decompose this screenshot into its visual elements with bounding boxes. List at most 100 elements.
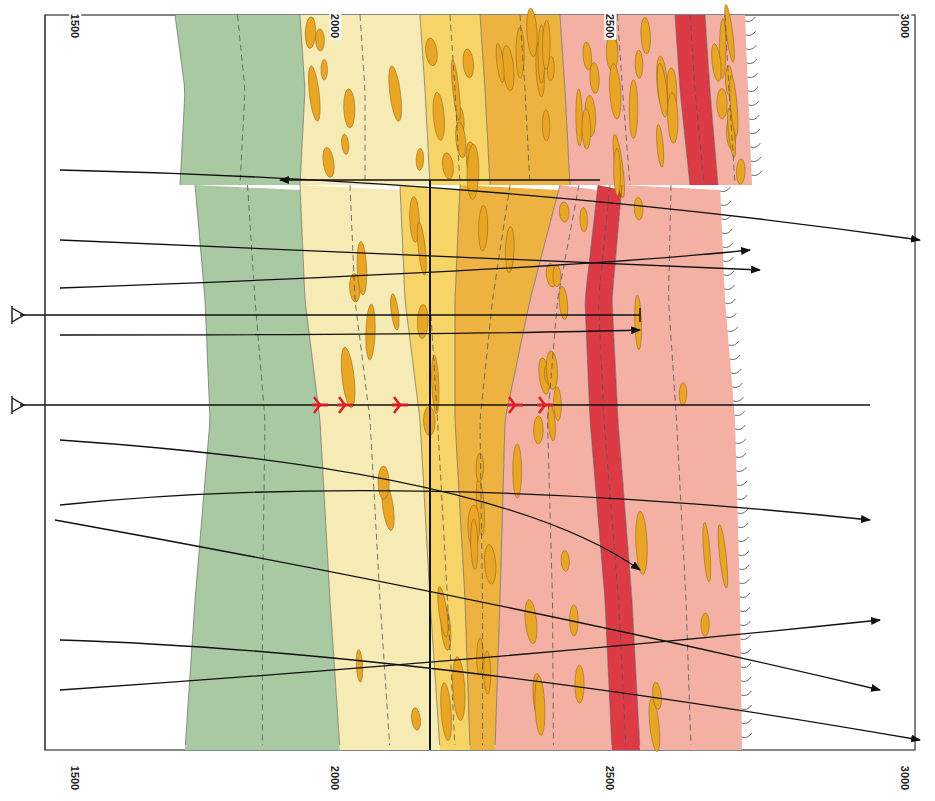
layer-line bbox=[420, 15, 430, 185]
base-ticks bbox=[45, 17, 915, 738]
zone-boundaries bbox=[175, 15, 735, 745]
sand-lens bbox=[450, 60, 463, 121]
base-tick bbox=[741, 677, 751, 682]
base-tick bbox=[746, 31, 756, 36]
zone-line bbox=[248, 185, 265, 745]
sand-lens bbox=[613, 148, 620, 195]
sand-zone-3 bbox=[480, 15, 570, 185]
base-tick bbox=[736, 467, 746, 472]
base-tick bbox=[746, 45, 756, 50]
sand-lens bbox=[389, 293, 401, 330]
sand-lens bbox=[701, 522, 712, 582]
base-tick bbox=[740, 593, 750, 598]
base-tick bbox=[741, 635, 751, 640]
well-td bbox=[639, 308, 640, 322]
base-tick bbox=[726, 313, 736, 318]
sand-lens bbox=[651, 682, 662, 710]
base-tick bbox=[751, 157, 761, 162]
base-tick bbox=[722, 229, 732, 234]
base-tick bbox=[733, 397, 743, 402]
base-tick bbox=[732, 383, 742, 388]
well-path bbox=[60, 440, 640, 570]
sand-lens bbox=[576, 89, 583, 146]
well-bore bbox=[20, 314, 640, 315]
sand-lens bbox=[432, 92, 447, 141]
zone-line bbox=[725, 15, 735, 185]
sand-lens bbox=[736, 159, 745, 185]
perforation-arrow bbox=[339, 397, 345, 413]
layer-line bbox=[455, 185, 470, 745]
base-tick bbox=[738, 537, 748, 542]
base-tick bbox=[747, 59, 757, 64]
lower-zone bbox=[612, 185, 742, 750]
well-path bbox=[60, 620, 880, 690]
base-tick bbox=[735, 411, 745, 416]
base-tick bbox=[725, 285, 735, 290]
layer-line bbox=[612, 185, 639, 745]
derrick-symbol bbox=[12, 396, 24, 414]
sand-lens bbox=[561, 550, 570, 571]
sand-lens bbox=[523, 599, 539, 644]
layer-line bbox=[480, 15, 490, 185]
base-tick bbox=[752, 171, 762, 176]
base-tick bbox=[736, 439, 746, 444]
sand-lens bbox=[483, 544, 497, 584]
base-tick bbox=[723, 243, 733, 248]
sand-lens bbox=[580, 207, 588, 231]
sand-lens bbox=[495, 43, 506, 83]
sand-lens bbox=[559, 202, 570, 223]
base-tick bbox=[745, 17, 755, 22]
depth-label: 2500 bbox=[604, 764, 616, 792]
layer-line bbox=[400, 185, 440, 745]
base-tick bbox=[742, 733, 752, 738]
base-tick bbox=[737, 481, 747, 486]
sand-lens bbox=[416, 148, 424, 170]
perforation-arrow bbox=[509, 397, 515, 413]
sand-lens bbox=[655, 124, 665, 167]
sand-lens bbox=[441, 152, 455, 180]
contact-line bbox=[429, 180, 431, 750]
zone-line bbox=[350, 185, 390, 745]
layer-line bbox=[560, 15, 570, 185]
base-tick bbox=[741, 663, 751, 668]
strata bbox=[175, 15, 752, 750]
sand-lens bbox=[356, 649, 364, 682]
sand-lens bbox=[321, 59, 328, 80]
sand-lens bbox=[534, 676, 546, 735]
sand-lens bbox=[582, 108, 591, 149]
base-tick bbox=[731, 369, 741, 374]
layer-line bbox=[705, 15, 718, 185]
sand-lens bbox=[516, 27, 524, 78]
section-frame bbox=[45, 15, 915, 750]
well-path bbox=[60, 330, 640, 335]
base-tick bbox=[742, 705, 752, 710]
base-tick bbox=[750, 143, 760, 148]
sand-lens bbox=[321, 147, 336, 178]
base-tick bbox=[736, 453, 746, 458]
zone-line bbox=[360, 15, 365, 185]
sand-lens bbox=[454, 122, 468, 159]
base-tick bbox=[721, 201, 731, 206]
sand-lens bbox=[410, 707, 421, 730]
layer-line bbox=[675, 15, 690, 185]
layer-line bbox=[185, 185, 210, 745]
sand-lens bbox=[451, 656, 466, 721]
sand-lens bbox=[476, 453, 484, 482]
perforation-arrow bbox=[314, 397, 320, 413]
frame-edge bbox=[45, 15, 46, 750]
zone-line bbox=[548, 185, 579, 745]
sand-lens bbox=[640, 17, 651, 54]
depth-label: 3000 bbox=[899, 12, 911, 40]
base-tick bbox=[720, 187, 730, 192]
sand-lens bbox=[542, 20, 550, 69]
well-path bbox=[55, 520, 880, 690]
base-tick bbox=[738, 523, 748, 528]
base-tick bbox=[740, 621, 750, 626]
layer-line bbox=[175, 15, 185, 185]
base-tick bbox=[723, 257, 733, 262]
well-path bbox=[60, 240, 760, 270]
sand-lens bbox=[386, 65, 404, 122]
perforation-arrow bbox=[539, 397, 545, 413]
sand-lens bbox=[341, 134, 350, 155]
